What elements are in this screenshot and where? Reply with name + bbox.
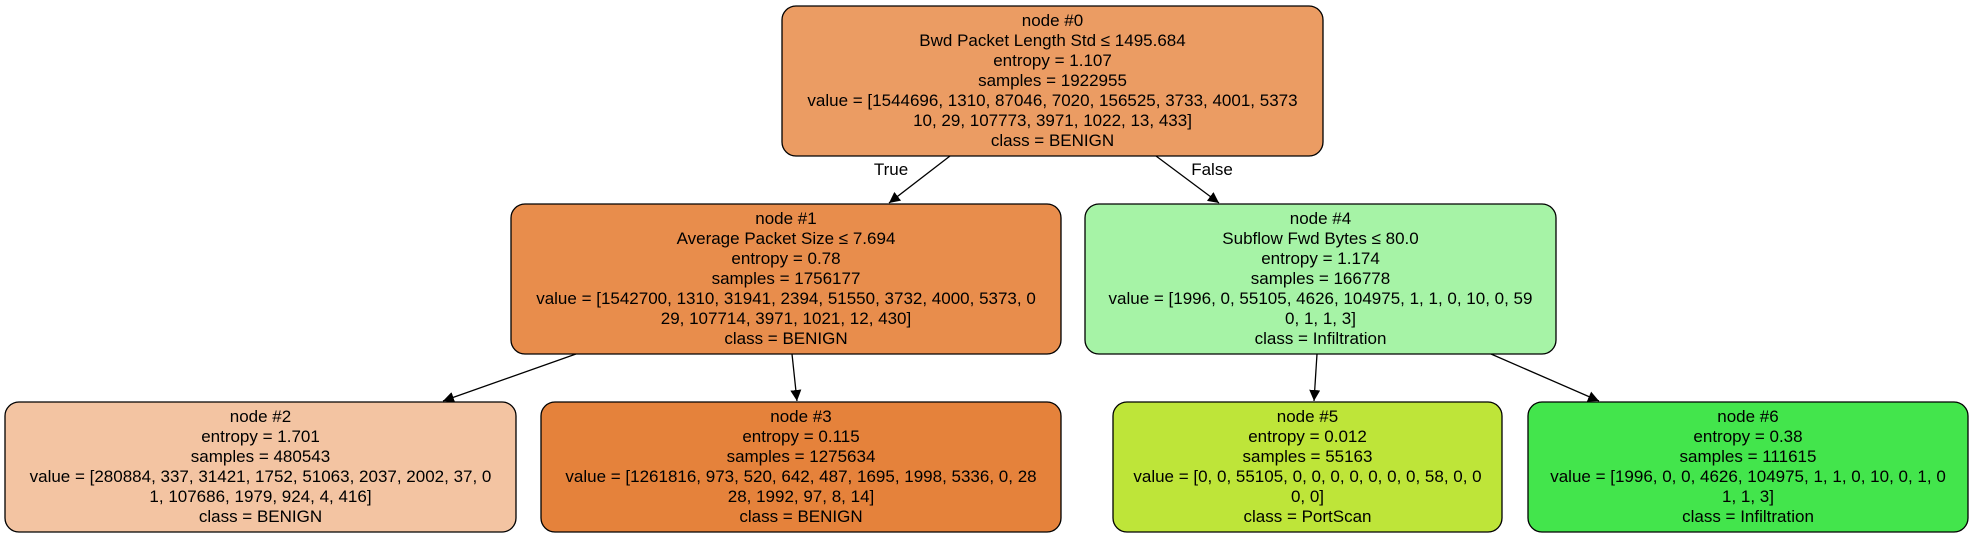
edge-arrow — [1309, 353, 1321, 402]
edge-1-to-3 — [790, 353, 802, 402]
node-text-line: Average Packet Size ≤ 7.694 — [677, 229, 896, 248]
node-text-line: node #5 — [1277, 407, 1338, 426]
node-text-line: entropy = 0.78 — [731, 249, 840, 268]
node-text-line: 1, 107686, 1979, 924, 4, 416] — [149, 487, 371, 506]
node-text-line: node #0 — [1022, 11, 1083, 30]
node-box — [781, 5, 1324, 157]
node-text-line: value = [1996, 0, 0, 4626, 104975, 1, 1,… — [1550, 467, 1946, 486]
node-text-line: samples = 55163 — [1243, 447, 1373, 466]
node-text-line: Subflow Fwd Bytes ≤ 80.0 — [1222, 229, 1418, 248]
edges: True False — [442, 155, 1600, 403]
node-text-line: value = [1544696, 1310, 87046, 7020, 156… — [807, 91, 1297, 110]
node-text-line: 10, 29, 107773, 3971, 1022, 13, 433] — [913, 111, 1192, 130]
node-text-line: value = [1996, 0, 55105, 4626, 104975, 1… — [1109, 289, 1533, 308]
node-text-line: node #2 — [230, 407, 291, 426]
node-text-line: entropy = 1.107 — [993, 51, 1112, 70]
node-text-line: 0, 1, 1, 3] — [1285, 309, 1356, 328]
node-text-line: samples = 166778 — [1251, 269, 1390, 288]
edge-0-to-1: True — [874, 155, 951, 204]
node-box — [4, 401, 517, 533]
node-text-line: 0, 0] — [1291, 487, 1324, 506]
edge-arrow — [790, 353, 802, 402]
node-box — [1527, 401, 1969, 533]
node-text-line: node #3 — [770, 407, 831, 426]
node-text-line: entropy = 1.174 — [1261, 249, 1380, 268]
node-text-line: class = BENIGN — [991, 131, 1114, 150]
edge-arrow — [1155, 155, 1220, 204]
node-text-line: samples = 1275634 — [727, 447, 876, 466]
node-box — [1084, 203, 1557, 355]
node-text-line: node #1 — [755, 209, 816, 228]
edge-1-to-2 — [442, 353, 577, 403]
node-text-line: 28, 1992, 97, 8, 14] — [728, 487, 875, 506]
node-text-line: samples = 480543 — [191, 447, 330, 466]
node-box — [510, 203, 1062, 355]
node-text-line: entropy = 1.701 — [201, 427, 320, 446]
edge-label-false: False — [1191, 160, 1233, 179]
node-text-line: 1, 1, 3] — [1722, 487, 1774, 506]
edge-arrow — [1490, 353, 1600, 402]
edge-arrow — [442, 353, 577, 403]
node-text-line: value = [1542700, 1310, 31941, 2394, 515… — [536, 289, 1036, 308]
node-text-line: entropy = 0.115 — [742, 427, 859, 446]
node-text-line: samples = 1756177 — [712, 269, 861, 288]
node-text-line: value = [280884, 337, 31421, 1752, 51063… — [30, 467, 492, 486]
node-text-line: class = BENIGN — [739, 507, 862, 526]
node-text-line: class = BENIGN — [199, 507, 322, 526]
edge-4-to-5 — [1309, 353, 1321, 402]
node-box — [1112, 401, 1503, 533]
node-text-line: Bwd Packet Length Std ≤ 1495.684 — [919, 31, 1185, 50]
node-text-line: class = Infiltration — [1255, 329, 1387, 348]
edge-0-to-4: False — [1155, 155, 1233, 204]
node-text-line: class = PortScan — [1243, 507, 1371, 526]
node-text-line: samples = 1922955 — [978, 71, 1127, 90]
node-text-line: value = [1261816, 973, 520, 642, 487, 16… — [565, 467, 1036, 486]
node-text-line: class = Infiltration — [1682, 507, 1814, 526]
edge-arrow — [888, 155, 951, 204]
node-text-line: value = [0, 0, 55105, 0, 0, 0, 0, 0, 0, … — [1133, 467, 1481, 486]
node-text-line: entropy = 0.012 — [1248, 427, 1367, 446]
node-text-line: entropy = 0.38 — [1693, 427, 1802, 446]
edge-4-to-6 — [1490, 353, 1600, 402]
edge-label-true: True — [874, 160, 908, 179]
node-text-line: 29, 107714, 3971, 1021, 12, 430] — [661, 309, 912, 328]
node-text-line: class = BENIGN — [724, 329, 847, 348]
node-text-line: samples = 111615 — [1680, 447, 1817, 466]
node-text-line: node #4 — [1290, 209, 1351, 228]
node-box — [540, 401, 1062, 533]
node-text-line: node #6 — [1717, 407, 1778, 426]
